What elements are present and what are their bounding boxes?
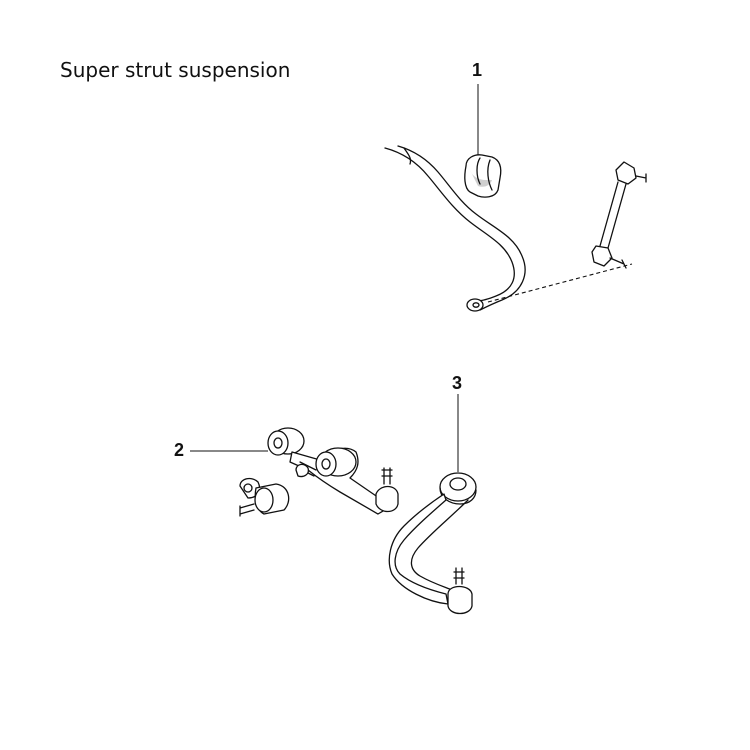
lower-arm — [388, 472, 477, 615]
stabilizer-bushing — [464, 154, 502, 198]
stabilizer-link — [487, 161, 647, 303]
diagram-title: Super strut suspension — [60, 58, 291, 82]
callout-2-label: 2 — [174, 440, 185, 460]
callout-1-label: 1 — [472, 60, 483, 80]
stabilizer-bar — [384, 145, 526, 312]
upper-arm — [239, 427, 399, 517]
callout-3-label: 3 — [452, 373, 463, 393]
